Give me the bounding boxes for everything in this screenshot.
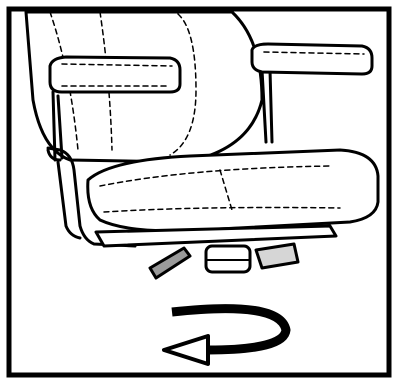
right-armrest (252, 44, 372, 74)
seat-cushion (88, 150, 378, 231)
swivel-lever-right[interactable] (256, 244, 298, 268)
left-armrest (50, 57, 180, 92)
